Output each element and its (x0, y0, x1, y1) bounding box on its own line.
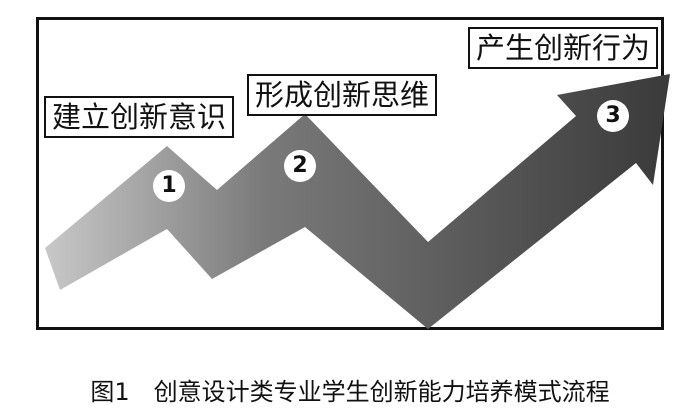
step-3-label: 产生创新行为 (468, 27, 659, 69)
figure-number: 图1 (90, 378, 130, 406)
figure-caption: 图1 创意设计类专业学生创新能力培养模式流程 (0, 372, 700, 407)
figure-title: 创意设计类专业学生创新能力培养模式流程 (153, 378, 610, 406)
step-1-marker: 1 (153, 170, 185, 202)
zigzag-arrow-body (45, 74, 670, 329)
step-2-marker: 2 (284, 150, 316, 182)
step-1-label: 建立创新意识 (44, 96, 235, 138)
step-2-label: 形成创新思维 (247, 74, 438, 116)
step-3-marker: 3 (597, 100, 629, 132)
